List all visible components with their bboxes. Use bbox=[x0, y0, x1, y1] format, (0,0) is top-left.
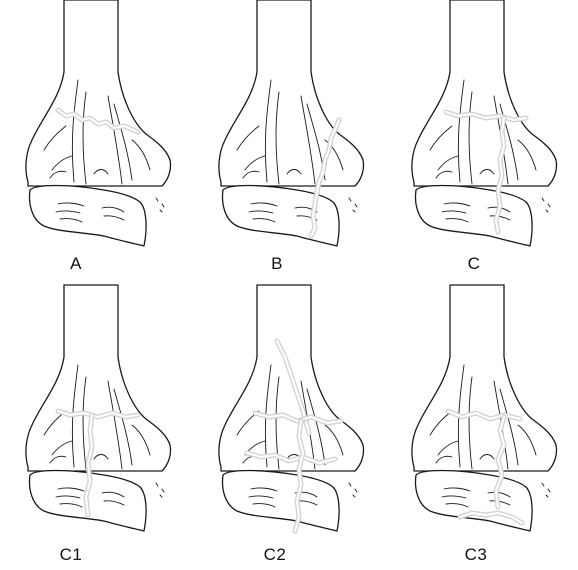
contour-line bbox=[156, 483, 164, 497]
bone-group-c3 bbox=[412, 285, 557, 531]
condyle-outline bbox=[223, 471, 340, 532]
panel-label-a: A bbox=[0, 254, 172, 274]
bone-illustration-b bbox=[193, 0, 385, 285]
bone-illustration-a bbox=[0, 0, 192, 285]
bone-illustration-c3 bbox=[386, 285, 578, 570]
bone-illustration-c1 bbox=[0, 285, 192, 570]
panel-b: B bbox=[193, 0, 385, 285]
bone-group-a bbox=[26, 0, 171, 246]
panel-c1: C1 bbox=[0, 285, 192, 570]
panel-label-c2: C2 bbox=[179, 545, 371, 565]
shaft-outline bbox=[26, 285, 171, 471]
shaft-outline bbox=[219, 0, 364, 186]
contour-line bbox=[349, 198, 357, 212]
contour-line bbox=[349, 483, 357, 497]
panel-label-c1: C1 bbox=[0, 545, 167, 565]
panel-a: A bbox=[0, 0, 192, 285]
bone-group-c bbox=[412, 0, 557, 246]
panel-label-c: C bbox=[378, 254, 570, 274]
panel-c: C bbox=[386, 0, 578, 285]
condyle-outline bbox=[30, 186, 147, 247]
condyle-outline bbox=[223, 186, 340, 247]
bone-illustration-c bbox=[386, 0, 578, 285]
shaft-outline bbox=[26, 0, 171, 186]
contour-line bbox=[542, 483, 550, 497]
condyle-outline bbox=[416, 186, 533, 247]
panel-c3: C3 bbox=[386, 285, 578, 570]
bone-group-c1 bbox=[26, 285, 171, 531]
contour-line bbox=[542, 198, 550, 212]
contour-line bbox=[156, 198, 164, 212]
bone-group-c2 bbox=[219, 285, 364, 531]
bone-illustration-c2 bbox=[193, 285, 385, 570]
shaft-outline bbox=[412, 0, 557, 186]
condyle-outline bbox=[416, 471, 533, 532]
bone-group-b bbox=[219, 0, 364, 246]
panel-c2: C2 bbox=[193, 285, 385, 570]
shaft-outline bbox=[412, 285, 557, 471]
panel-label-b: B bbox=[181, 254, 373, 274]
panel-label-c3: C3 bbox=[380, 545, 572, 565]
